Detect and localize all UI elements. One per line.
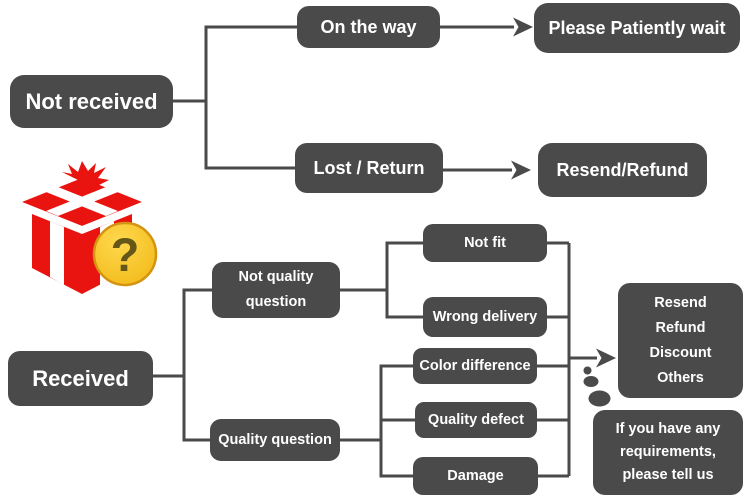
node-label: Wrong delivery	[432, 309, 538, 325]
node-not-fit: Not fit	[423, 224, 547, 262]
node-label: Please Patiently wait	[548, 17, 726, 38]
question-mark-icon: ?	[92, 221, 158, 287]
node-not-quality-question: Not quality question	[212, 262, 340, 318]
node-quality-question: Quality question	[210, 419, 340, 461]
svg-text:?: ?	[111, 228, 140, 281]
node-label-line: Discount	[649, 344, 712, 361]
connectors-not-received-tree	[173, 25, 297, 170]
gift-lid-ribbon-b	[46, 187, 118, 216]
node-label-line: requirements,	[620, 444, 716, 460]
node-label: Quality question	[218, 432, 332, 448]
gift-lid-rim-left	[22, 202, 82, 234]
node-label: Received	[32, 365, 129, 391]
node-label: Not received	[25, 88, 158, 114]
node-label-line: Refund	[655, 319, 706, 336]
node-label: On the way	[320, 16, 417, 37]
gift-ribbon-left	[50, 221, 64, 285]
node-label: Not fit	[464, 235, 506, 251]
arrow-to-outcomes	[569, 348, 616, 368]
arrow-on-the-way-to-wait	[440, 17, 533, 37]
node-please-patiently-wait: Please Patiently wait	[534, 3, 740, 53]
node-label-line: If you have any	[615, 421, 721, 437]
node-on-the-way: On the way	[297, 6, 440, 48]
node-label-line: please tell us	[622, 467, 714, 483]
node-label: Quality defect	[428, 412, 524, 428]
node-received: Received	[8, 351, 153, 406]
connectors-received-tree	[153, 241, 571, 478]
node-label-line: Resend	[654, 294, 707, 311]
node-quality-defect: Quality defect	[415, 402, 537, 438]
node-label-line: Others	[657, 369, 704, 386]
node-outcomes: Resend Refund Discount Others	[618, 283, 743, 398]
node-damage: Damage	[413, 457, 538, 495]
node-wrong-delivery: Wrong delivery	[423, 297, 547, 337]
node-not-received: Not received	[10, 75, 173, 128]
gift-lid-rim-right	[82, 202, 142, 234]
gift-bow	[62, 161, 109, 187]
thought-dots	[583, 366, 611, 407]
node-requirements: If you have any requirements, please tel…	[593, 410, 743, 495]
node-lost-return: Lost / Return	[295, 143, 443, 193]
node-label-line: Not quality	[238, 269, 314, 285]
node-label: Resend/Refund	[556, 159, 689, 180]
node-resend-refund: Resend/Refund	[538, 143, 707, 197]
node-label: Lost / Return	[313, 157, 425, 178]
node-label-line: question	[245, 294, 307, 310]
node-label: Damage	[447, 468, 504, 484]
node-color-difference: Color difference	[413, 348, 537, 384]
arrow-lost-to-resend	[443, 160, 531, 180]
node-label: Color difference	[419, 358, 531, 374]
